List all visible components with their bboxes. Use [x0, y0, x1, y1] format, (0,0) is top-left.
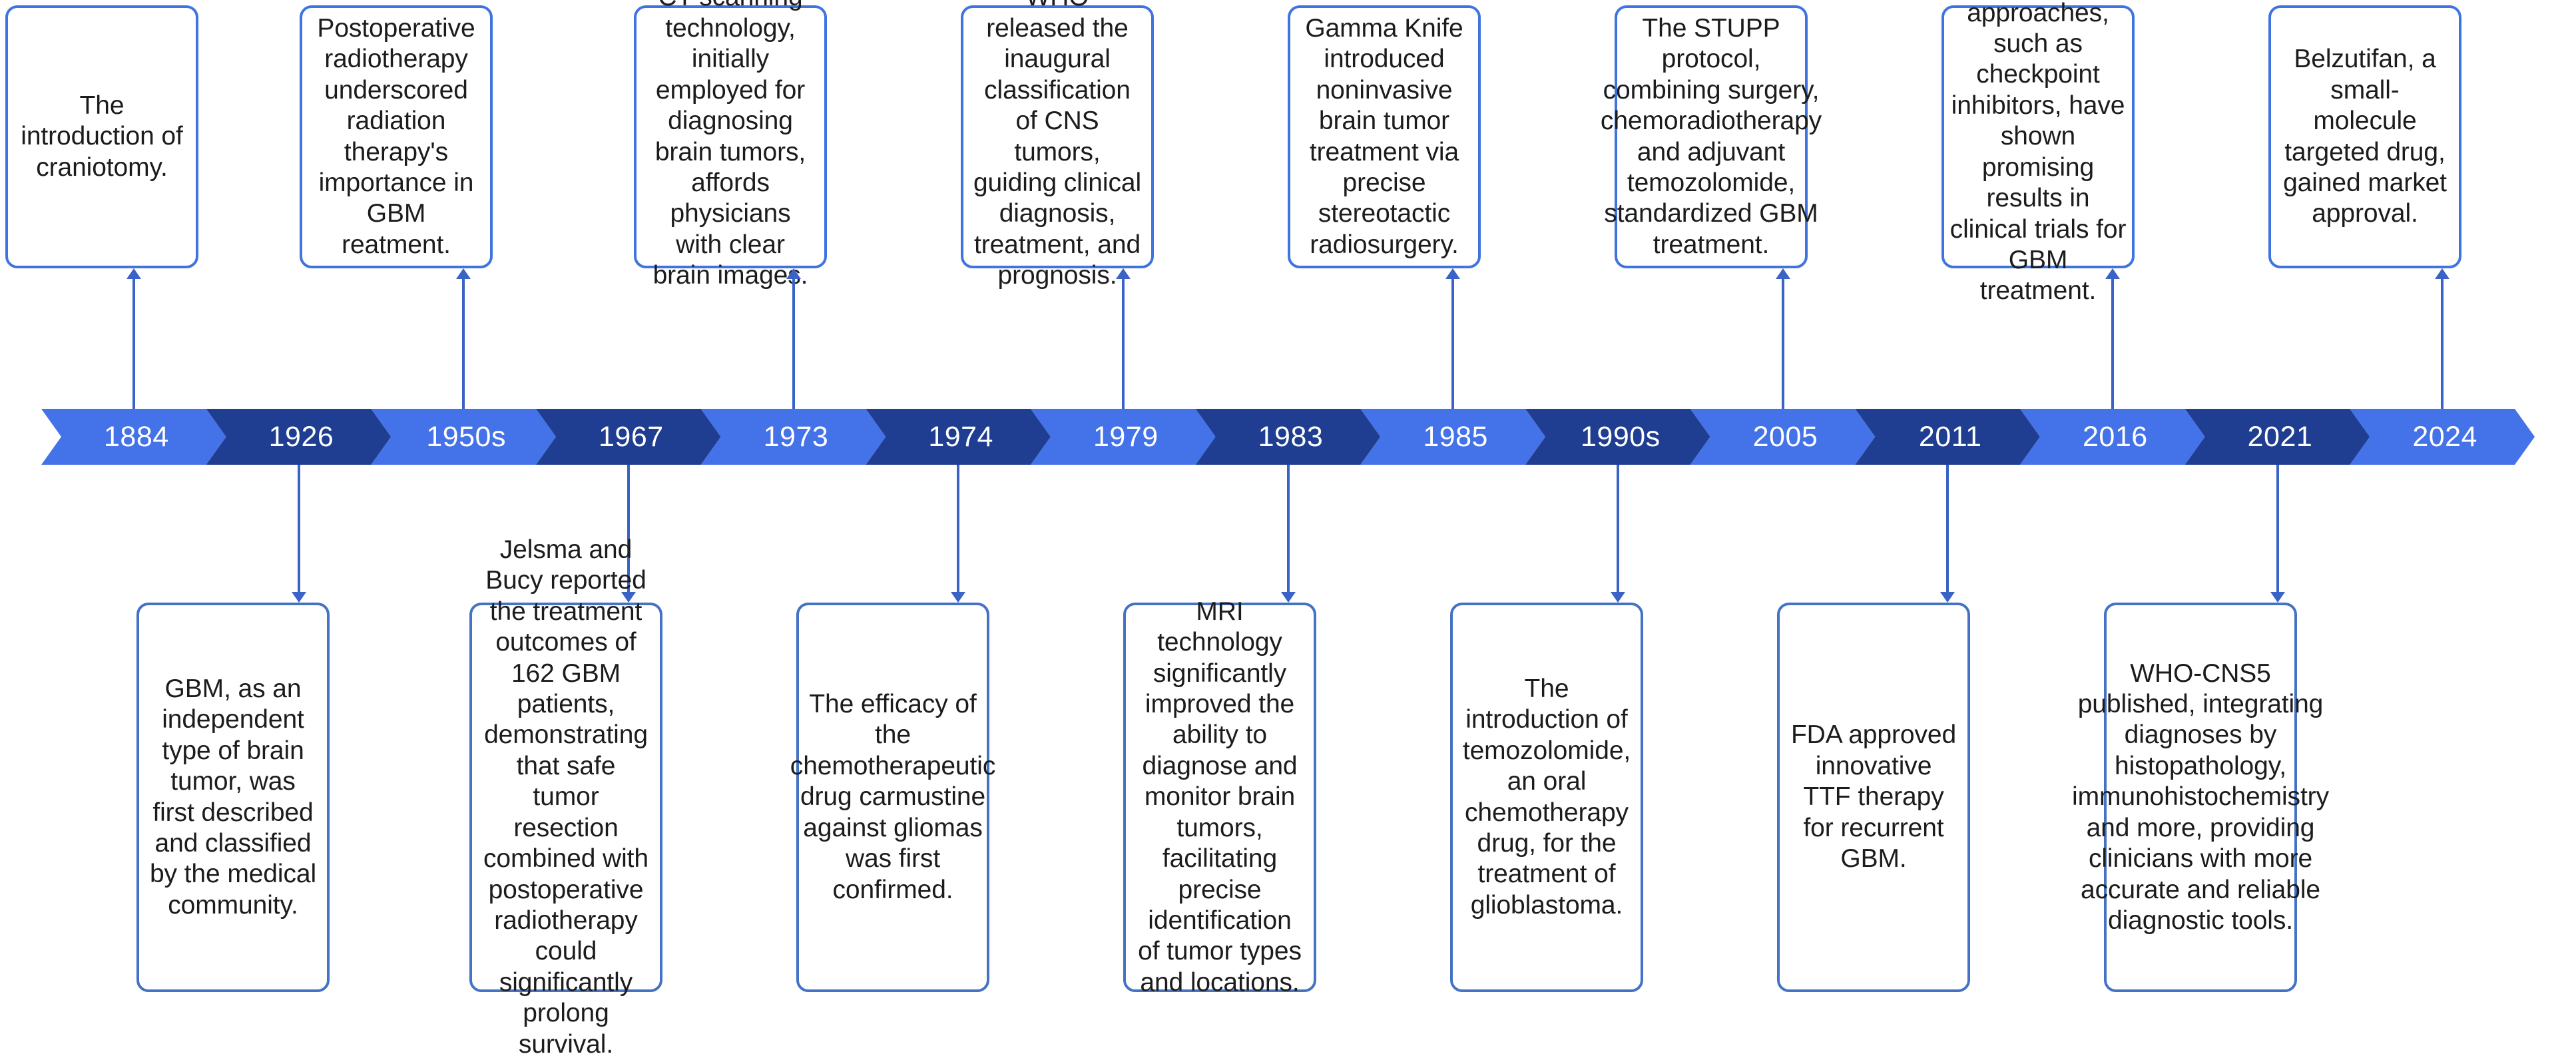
- bottom-callout-1974[interactable]: The efficacy of the chemotherapeutic dru…: [790, 603, 995, 992]
- timeline-segment-2024[interactable]: 2024: [2350, 409, 2535, 465]
- timeline-segment-1950s[interactable]: 1950s: [371, 409, 556, 465]
- timeline-segment-2021[interactable]: 2021: [2185, 409, 2370, 465]
- top-callout-2024[interactable]: Belzutifan, a small-molecule targeted dr…: [2268, 5, 2461, 268]
- callout-text: FDA approved innovative TTF therapy for …: [1790, 720, 1957, 874]
- bottom-callout-1967[interactable]: Jelsma and Bucy reported the treatment o…: [469, 535, 662, 1059]
- connector-arrow-down-1967: [621, 592, 636, 603]
- timeline-year-label: 1990s: [1580, 420, 1661, 453]
- callout-text: Belzutifan, a small-molecule targeted dr…: [2283, 45, 2447, 228]
- connector-arrow-down-2011: [1940, 592, 1955, 603]
- callout-text: MRI technology significantly improved th…: [1138, 597, 1302, 997]
- connector-arrow-up-1950s: [456, 268, 471, 279]
- bottom-callout-1983[interactable]: MRI technology significantly improved th…: [1123, 597, 1316, 997]
- timeline-year-label: 2024: [2412, 420, 2477, 453]
- timeline-year-label: 2016: [2082, 420, 2148, 453]
- callout-text: WHO-CNS5 published, integrating diagnose…: [2072, 659, 2329, 935]
- callout-text: Immunotherapy approaches, such as checkp…: [1949, 0, 2127, 306]
- connector-line-bottom-1983: [1286, 465, 1290, 592]
- timeline-year-label: 1884: [103, 420, 169, 453]
- connector-line-top-1973: [792, 279, 795, 409]
- timeline-year-label: 1967: [598, 420, 664, 453]
- timeline-segment-2016[interactable]: 2016: [2020, 409, 2205, 465]
- connector-arrow-down-1990s: [1610, 592, 1625, 603]
- connector-line-bottom-2021: [2276, 465, 2279, 592]
- connector-line-top-2024: [2441, 279, 2444, 409]
- connector-arrow-up-1884: [126, 268, 141, 279]
- connector-line-top-1985: [1451, 279, 1455, 409]
- timeline-bar: 1884 1926 1950s 1967 1973 1974 1979 1983 1985 199…: [41, 409, 2535, 465]
- bottom-callout-2011[interactable]: FDA approved innovative TTF therapy for …: [1777, 603, 1970, 992]
- connector-arrow-up-2016: [2105, 268, 2120, 279]
- top-callout-1973[interactable]: CT scanning technology, initially employ…: [634, 0, 827, 290]
- callout-text: GBM, as an independent type of brain tum…: [149, 674, 317, 920]
- connector-arrow-up-1985: [1445, 268, 1461, 279]
- callout-text: WHO released the inaugural classificatio…: [973, 0, 1142, 290]
- timeline-year-label: 2011: [1918, 420, 1982, 453]
- connector-arrow-down-1983: [1280, 592, 1296, 603]
- connector-line-bottom-1974: [957, 465, 960, 592]
- connector-line-bottom-2011: [1946, 465, 1949, 592]
- connector-line-bottom-1926: [297, 465, 300, 592]
- connector-arrow-down-1926: [291, 592, 306, 603]
- timeline-segment-2005[interactable]: 2005: [1690, 409, 1876, 465]
- connector-arrow-up-2005: [1775, 268, 1790, 279]
- top-callout-1985[interactable]: Gamma Knife introduced noninvasive brain…: [1288, 5, 1481, 268]
- connector-line-top-1979: [1121, 279, 1125, 409]
- connector-line-bottom-1967: [627, 465, 630, 592]
- bottom-callout-1990s[interactable]: The introduction of temozolomide, an ora…: [1450, 603, 1643, 992]
- bottom-callout-1926[interactable]: GBM, as an independent type of brain tum…: [136, 603, 330, 992]
- timeline-diagram: The introduction of craniotomy. Postopera…: [5, 0, 2576, 1059]
- connector-arrow-up-1973: [786, 268, 801, 279]
- timeline-segment-1985[interactable]: 1985: [1360, 409, 1545, 465]
- callout-text: The introduction of craniotomy.: [21, 91, 183, 182]
- connector-arrow-up-1979: [1115, 268, 1131, 279]
- timeline-segment-1979[interactable]: 1979: [1031, 409, 1216, 465]
- connector-line-bottom-1990s: [1616, 465, 1619, 592]
- bottom-callout-2021[interactable]: WHO-CNS5 published, integrating diagnose…: [2072, 603, 2329, 992]
- timeline-segment-1973[interactable]: 1973: [701, 409, 886, 465]
- timeline-segment-1926[interactable]: 1926: [206, 409, 391, 465]
- timeline-year-label: 2005: [1752, 420, 1818, 453]
- timeline-year-label: 1926: [268, 420, 334, 453]
- timeline-segment-1884[interactable]: 1884: [41, 409, 226, 465]
- connector-line-top-2005: [1781, 279, 1784, 409]
- timeline-segment-1990s[interactable]: 1990s: [1525, 409, 1710, 465]
- timeline-segment-1967[interactable]: 1967: [536, 409, 721, 465]
- timeline-year-label: 1985: [1423, 420, 1488, 453]
- top-callout-2016[interactable]: Immunotherapy approaches, such as checkp…: [1941, 0, 2135, 305]
- top-callout-1979[interactable]: WHO released the inaugural classificatio…: [961, 0, 1154, 290]
- connector-arrow-down-1974: [951, 592, 966, 603]
- timeline-segment-1974[interactable]: 1974: [866, 409, 1051, 465]
- connector-line-top-1950s: [462, 279, 465, 409]
- timeline-year-label: 1973: [763, 420, 829, 453]
- timeline-year-label: 1950s: [426, 420, 506, 453]
- connector-line-top-2016: [2111, 279, 2114, 409]
- timeline-year-label: 2021: [2247, 420, 2313, 453]
- timeline-year-label: 1974: [928, 420, 993, 453]
- callout-text: Jelsma and Bucy reported the treatment o…: [483, 535, 648, 1059]
- timeline-year-label: 1983: [1258, 420, 1324, 453]
- callout-text: The efficacy of the chemotherapeutic dru…: [790, 690, 996, 904]
- callout-text: Postoperative radiotherapy underscored r…: [317, 13, 475, 259]
- callout-text: Gamma Knife introduced noninvasive brain…: [1305, 13, 1463, 259]
- top-callout-1884[interactable]: The introduction of craniotomy.: [5, 5, 198, 268]
- top-callout-1950s[interactable]: Postoperative radiotherapy underscored r…: [300, 5, 493, 268]
- callout-text: CT scanning technology, initially employ…: [652, 0, 808, 290]
- callout-text: The introduction of temozolomide, an ora…: [1462, 674, 1631, 920]
- connector-arrow-down-2021: [2270, 592, 2285, 603]
- connector-arrow-up-2024: [2435, 268, 2450, 279]
- top-callout-2005[interactable]: The STUPP protocol, combining surgery, c…: [1601, 5, 1822, 268]
- connector-line-top-1884: [132, 279, 135, 409]
- timeline-segment-1983[interactable]: 1983: [1196, 409, 1381, 465]
- callout-text: The STUPP protocol, combining surgery, c…: [1600, 13, 1822, 259]
- timeline-segment-2011[interactable]: 2011: [1855, 409, 2040, 465]
- timeline-year-label: 1979: [1093, 420, 1159, 453]
